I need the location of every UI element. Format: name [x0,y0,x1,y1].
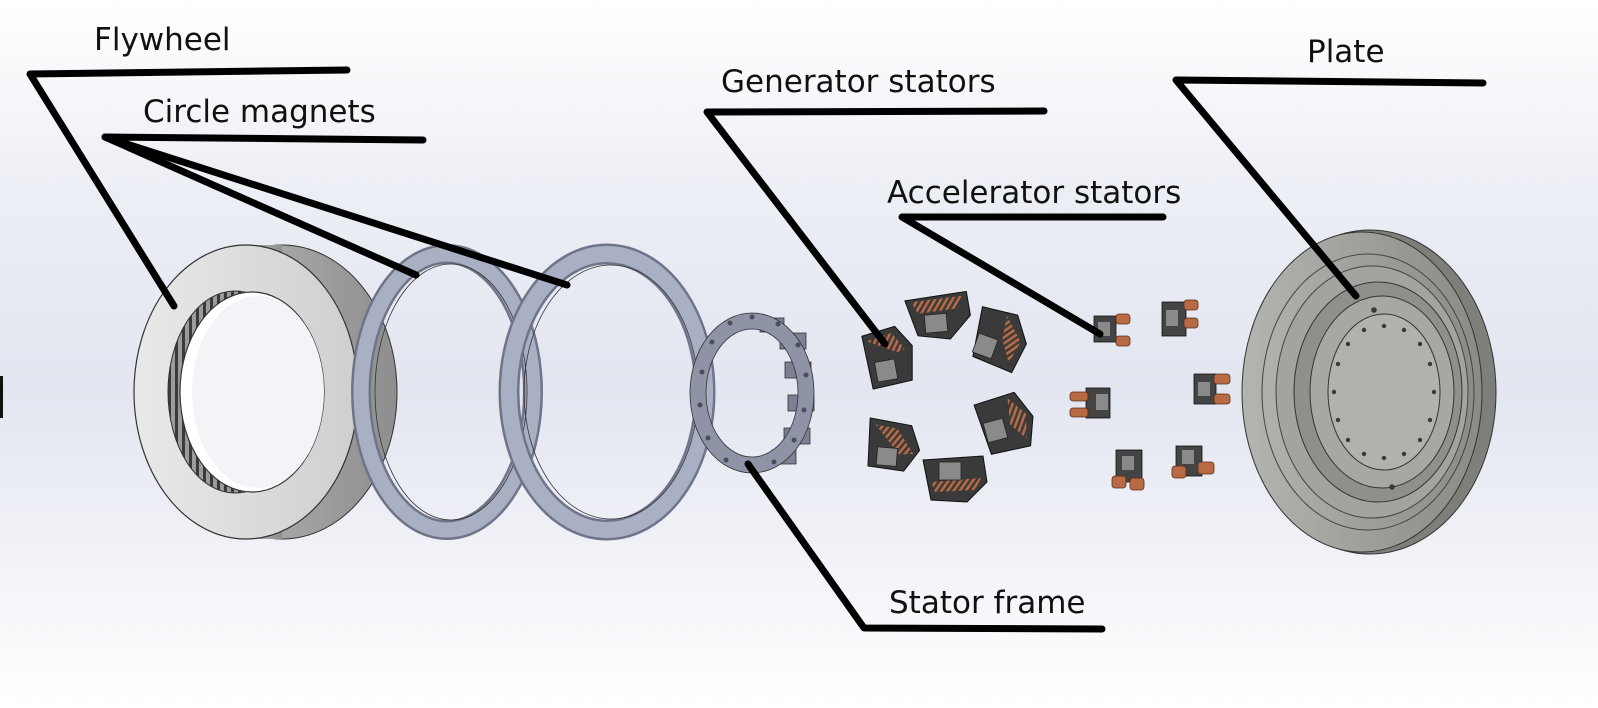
generator-stators-label: Generator stators [721,64,996,100]
accelerator-stators-label: Accelerator stators [887,175,1181,211]
stator-frame-leader [744,460,1106,633]
circle-magnets-leader-2 [101,133,571,289]
flywheel-label: Flywheel [94,22,231,58]
generator-stator [861,325,913,390]
generator-stators-group [861,290,1034,503]
stator-frame-label: Stator frame [889,585,1085,621]
edge-mark [0,376,3,418]
leader-lines [26,66,1487,633]
accelerator-stator [1161,299,1199,337]
plate-label: Plate [1307,34,1385,70]
accelerator-stators-leader [898,213,1167,338]
generator-stator [973,391,1034,455]
accelerator-stator [1069,387,1111,419]
flywheel-leader [26,66,351,310]
generator-stator [922,455,988,503]
accelerator-stator [1193,373,1231,405]
plate-part [1241,229,1497,555]
plate-leader [1172,76,1487,300]
accelerator-stators-group [1069,299,1231,491]
accelerator-stator [1111,449,1145,491]
generator-stator [867,417,921,472]
circle-magnet-ring-1 [351,244,543,540]
generator-stators-leader [703,107,1048,348]
flywheel-part [133,244,398,540]
generator-stator [971,306,1027,374]
accelerator-stator [1171,445,1215,479]
generator-stator [904,290,971,340]
circle-magnets-label: Circle magnets [143,94,376,130]
